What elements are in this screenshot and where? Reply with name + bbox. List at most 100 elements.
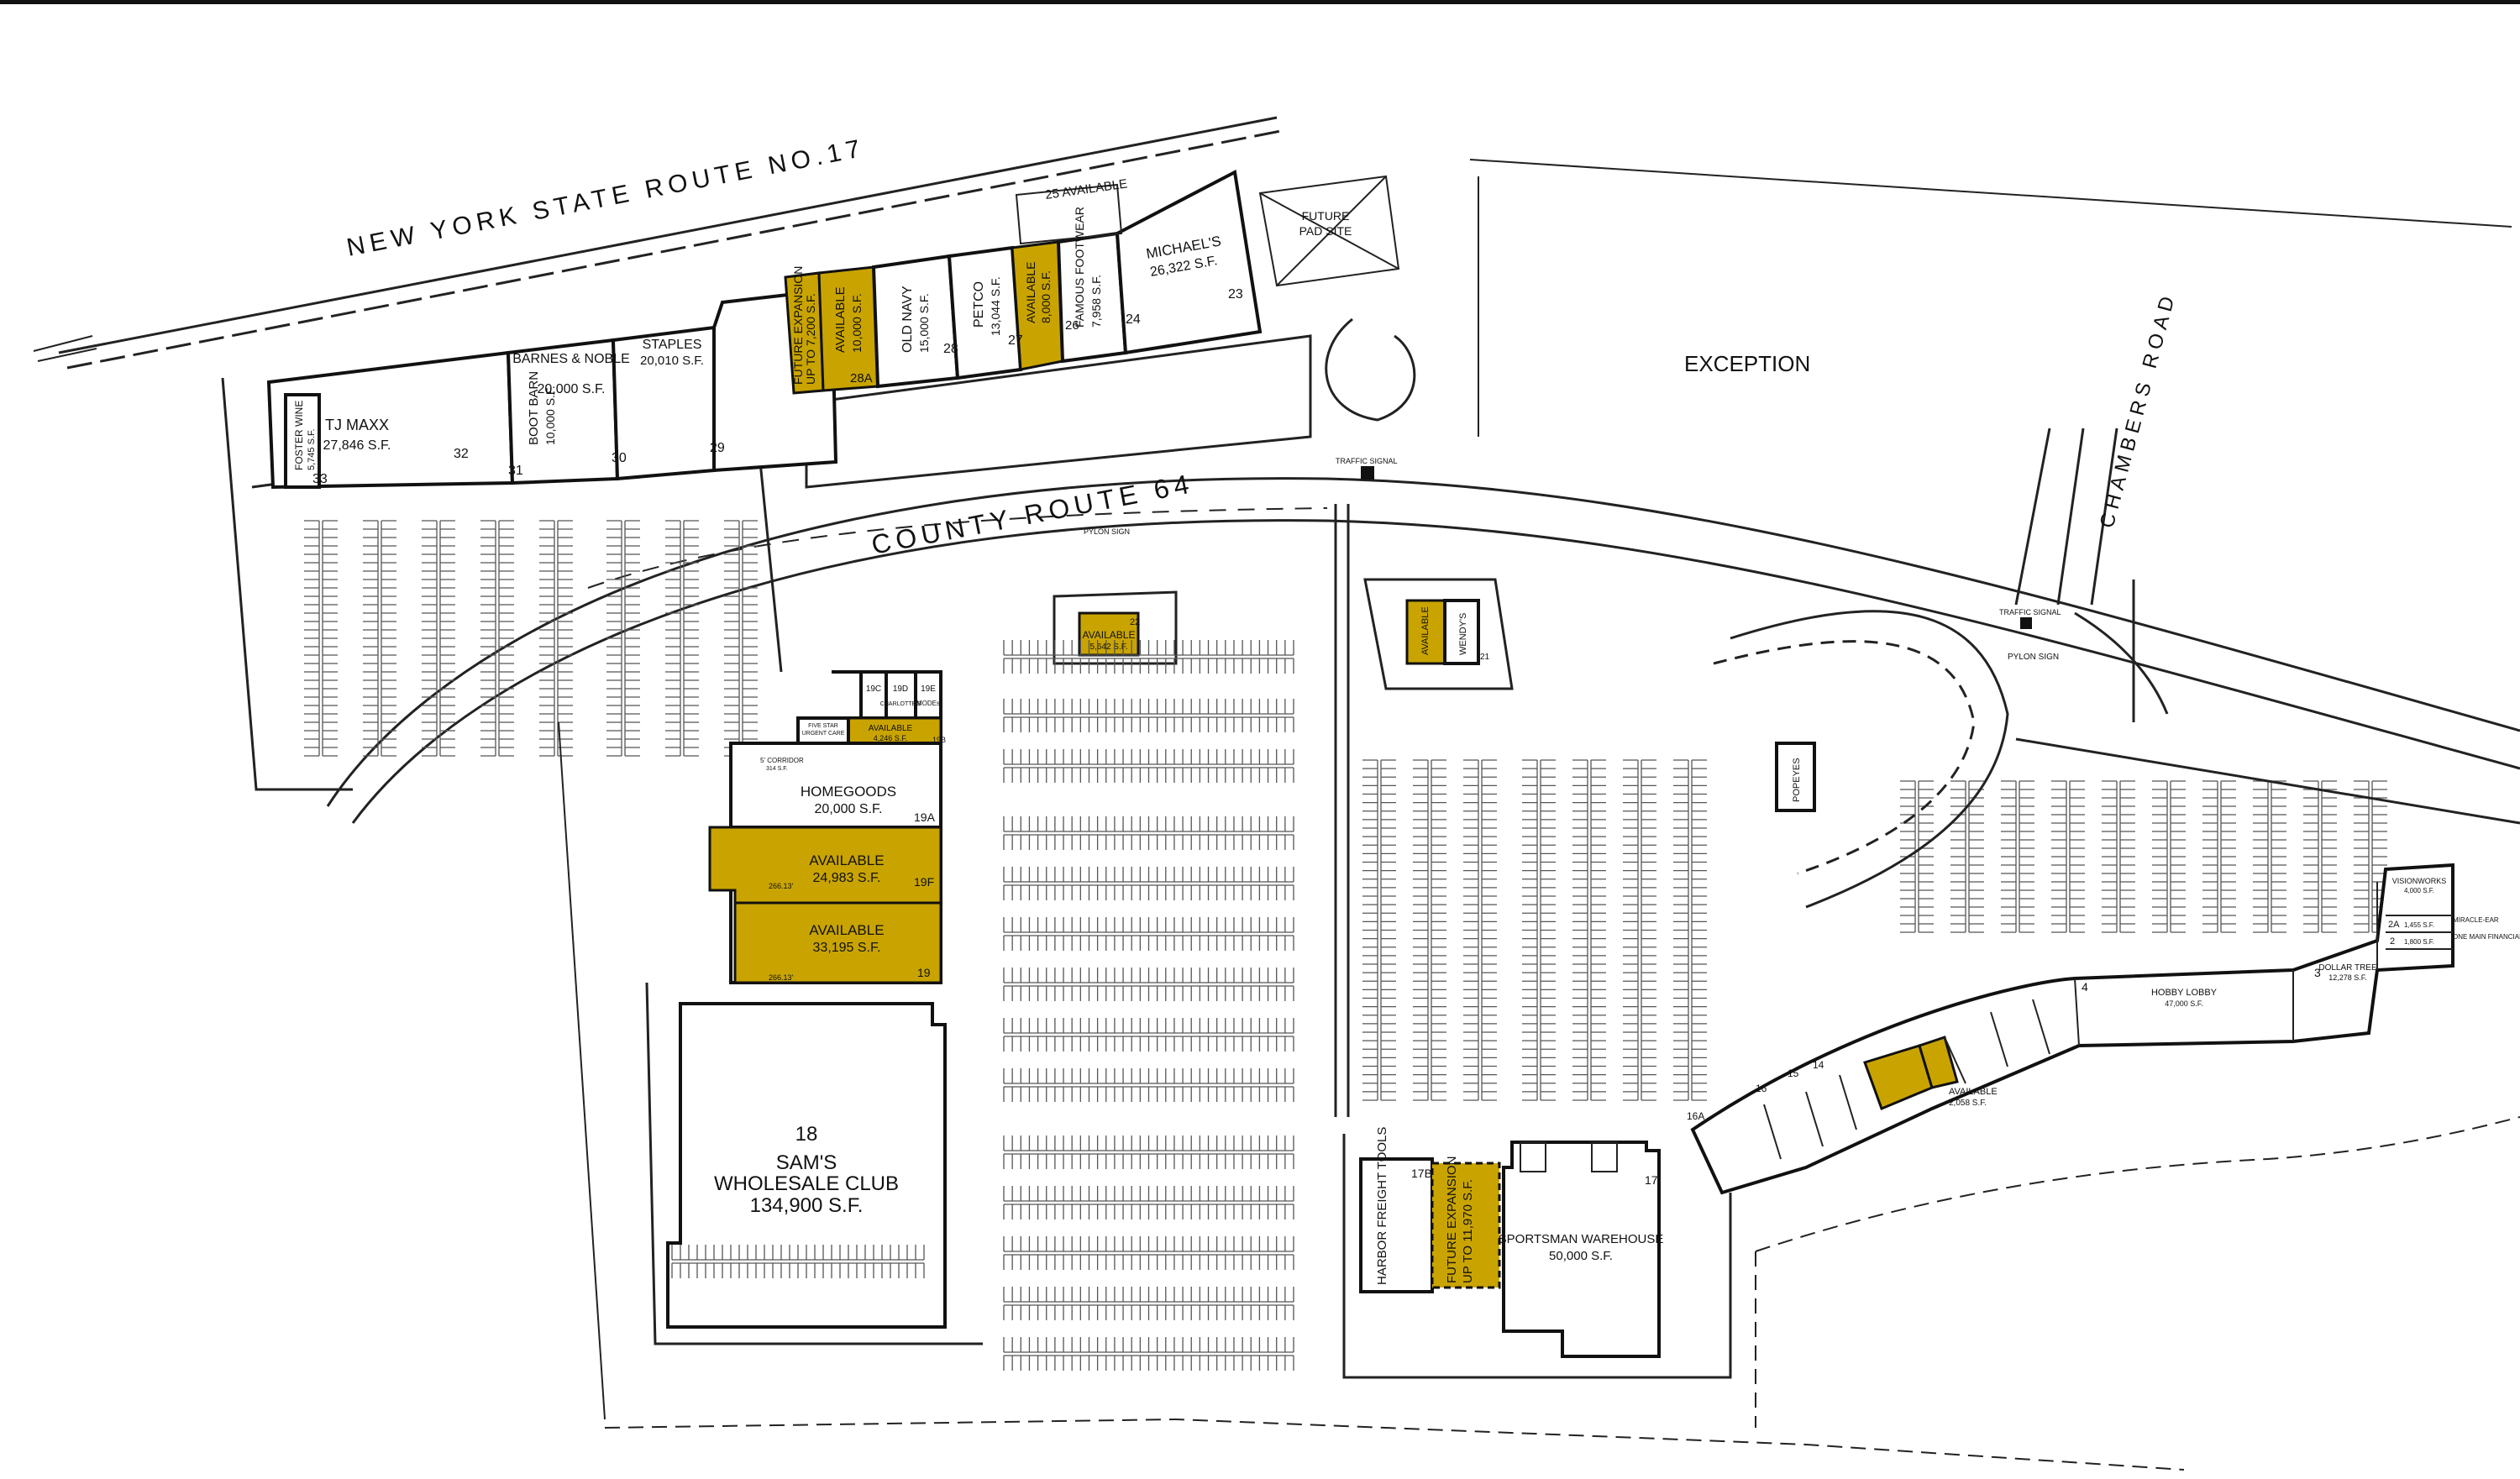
unit-16a-num: 16A (1687, 1110, 1704, 1122)
michaels-unit (1115, 169, 1263, 355)
available-26-name: AVAILABLE (1024, 262, 1037, 323)
dim-266-a: 266.13' (769, 882, 794, 890)
harbor-freight-num: 17B (1411, 1167, 1432, 1180)
unit-19e-num: 19E (921, 684, 936, 694)
south-lot-curb (1342, 1134, 1732, 1379)
pylon-sign-east: PYLON SIGN (2008, 653, 2059, 662)
one-main-num: 2 (2390, 936, 2395, 947)
sams-lot-curb (645, 982, 983, 1345)
sams-sf: 134,900 S.F. (750, 1194, 864, 1217)
sportsman-sf: 50,000 S.F. (1549, 1249, 1613, 1263)
petco-name: PETCO (972, 281, 986, 328)
available-19-sf: 33,195 S.F. (813, 941, 881, 955)
county-route-64-label: COUNTY ROUTE 64 (869, 468, 1196, 560)
one-main-name: ONE MAIN FINANCIAL (2453, 933, 2520, 941)
visionworks-sf: 4,000 S.F. (2404, 887, 2434, 894)
future-exp-north-l1: FUTURE EXPANSION (791, 266, 805, 385)
corridor-l2: 314 S.F. (766, 766, 788, 772)
available-19f-name: AVAILABLE (809, 852, 884, 868)
pad-22-sf: 5,642 S.F. (1089, 642, 1127, 652)
miracle-ear-num: 2A (2388, 920, 2400, 930)
michaels-num: 23 (1228, 287, 1243, 302)
north-entrance-loop (1325, 317, 1416, 422)
hobby-lobby-sf: 47,000 S.F. (2165, 999, 2203, 1008)
modes-name: MODEs (916, 700, 940, 707)
future-pad-l2: PAD SITE (1299, 224, 1352, 238)
available-19b-name: AVAILABLE (869, 724, 913, 733)
svg-text:TRAFFIC SIGNAL: TRAFFIC SIGNAL (1999, 608, 2061, 616)
corridor-l1: 5' CORRIDOR (760, 757, 804, 764)
five-star-l2: URGENT CARE (802, 731, 845, 737)
future-exp-south-l1: FUTURE EXPANSION (1445, 1156, 1459, 1283)
available-28a-num: 28A (850, 371, 873, 385)
pad-22-num: 22 (1130, 617, 1140, 627)
tj-maxx-sf: 27,846 S.F. (323, 438, 391, 453)
sams-line2: WHOLESALE CLUB (714, 1172, 899, 1195)
unit-16-num: 16 (1756, 1083, 1767, 1094)
frame-border (0, 0, 2520, 4)
sams-club-building (666, 1002, 947, 1329)
ny-route-17 (33, 116, 1286, 370)
sportsman-num: 17 (1645, 1173, 1658, 1187)
pad-21-avail: AVAILABLE (1420, 606, 1431, 655)
parking-sams (671, 1245, 925, 1278)
boot-barn-name: BOOT BARN (527, 371, 541, 445)
famous-footwear-sf: 7,958 S.F. (1089, 275, 1103, 328)
east-building (1690, 863, 2454, 1195)
miracle-ear-sf: 1,455 S.F. (2404, 921, 2434, 929)
county-route-64 (326, 477, 2520, 824)
old-navy-name: OLD NAVY (900, 286, 915, 353)
south-building (1359, 1141, 1661, 1358)
popeyes-pad (1775, 742, 1816, 812)
pad-22-name: AVAILABLE (1083, 629, 1136, 641)
available-26-unit (1011, 240, 1064, 371)
old-navy-unit (871, 254, 960, 389)
available-19f-sf: 24,983 S.F. (813, 871, 881, 885)
pad-21-wendys: WENDY'S (1458, 613, 1468, 655)
barnes-noble-num: 30 (612, 451, 627, 465)
ny-route-17-label: NEW YORK STATE ROUTE NO.17 (344, 134, 868, 262)
parking-east (1900, 780, 2387, 933)
east-ring-road (1730, 610, 2009, 909)
one-main-sf: 1,800 S.F. (2404, 938, 2434, 946)
property-line-south (604, 1418, 2185, 1471)
harbor-freight-name: HARBOR FREIGHT TOOLS (1375, 1127, 1389, 1285)
unit-19d-num: 19D (893, 684, 908, 694)
exception-label: EXCEPTION (1684, 351, 1810, 376)
visionworks-name: VISIONWORKS (2392, 877, 2447, 885)
famous-footwear-num: 24 (1126, 312, 1141, 327)
parking-central (1003, 640, 1294, 1371)
homegoods-name: HOMEGOODS (801, 784, 896, 800)
hobby-lobby-name: HOBBY LOBBY (2151, 988, 2218, 998)
east-drive (2015, 737, 2520, 825)
sams-line1: SAM'S (776, 1151, 837, 1174)
traffic-signal-north: TRAFFIC SIGNAL (1336, 457, 1398, 480)
staples-name: STAPLES (643, 338, 702, 352)
tj-maxx-name: TJ MAXX (325, 417, 389, 433)
pad-21 (1363, 578, 1514, 690)
available-26-num: 26 (1065, 318, 1079, 333)
unit-14-num: 14 (1813, 1059, 1824, 1071)
hobby-lobby-num: 4 (2082, 980, 2088, 994)
petco-num: 27 (1008, 333, 1023, 348)
unit-15-num: 15 (1788, 1067, 1799, 1079)
staples-num: 29 (710, 441, 725, 455)
foster-wine-sf: 5,745 S.F. (307, 428, 317, 470)
future-pad-x (1259, 176, 1399, 286)
available-26-sf: 8,000 S.F. (1039, 270, 1053, 323)
available-19b-sf: 4,246 S.F. (874, 734, 908, 742)
east-ring-road-inner (1713, 640, 1976, 875)
foster-wine-num: 33 (312, 472, 328, 486)
svg-text:TRAFFIC SIGNAL: TRAFFIC SIGNAL (1336, 457, 1398, 465)
boot-barn-num: 31 (508, 464, 523, 478)
available-19-name: AVAILABLE (809, 922, 884, 938)
sams-num: 18 (795, 1123, 818, 1146)
available-south-name: AVAILABLE (1949, 1087, 1998, 1097)
available-19f-num: 19F (914, 875, 934, 889)
boot-barn-sf: 10,000 S.F. (543, 385, 557, 445)
future-exp-north-l2: UP TO 7,200 S.F. (804, 293, 817, 385)
old-navy-sf: 15,000 S.F. (917, 293, 931, 353)
north-building (266, 169, 1400, 490)
homegoods-sf: 20,000 S.F. (815, 802, 883, 816)
available-19-num: 19 (917, 966, 931, 979)
